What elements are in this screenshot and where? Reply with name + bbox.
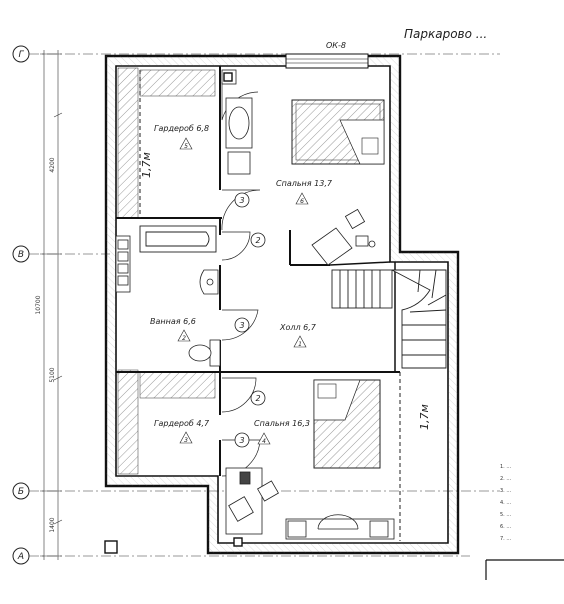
axis-label-b: Б (18, 487, 24, 497)
roof-slope-wardrobe-top (139, 69, 216, 97)
room-number-hall-text: 1 (298, 341, 302, 348)
axis-label-g: Г (18, 50, 24, 60)
staircase (331, 269, 447, 369)
room-number-bedroom-1: 6 (295, 192, 309, 205)
roof-slope-left-lower (117, 369, 139, 475)
door-mark-1-text: 3 (239, 196, 244, 205)
door-mark-4: 2 (250, 390, 266, 406)
window-ok8 (285, 53, 369, 69)
room-number-wardrobe-2-text: 3 (184, 437, 188, 444)
bed-bedroom-2 (313, 379, 381, 469)
room-number-bedroom-2: 4 (257, 432, 271, 445)
door-mark-2-text: 2 (255, 236, 260, 245)
toilet (188, 339, 221, 367)
axis-label-a: А (17, 552, 24, 562)
dimension-1400: 1400 (49, 517, 56, 532)
door-mark-5-text: 3 (239, 436, 244, 445)
door-mark-2: 2 (250, 232, 266, 248)
axis-g: Г (12, 45, 500, 63)
note-6: 6. ... (500, 524, 512, 530)
dimension-lines (40, 50, 63, 560)
bathroom-radiator (115, 235, 131, 293)
drawing-title-fragment: Паркарово ... (404, 27, 487, 41)
room-name-bathroom: Ванная 6,6 (150, 317, 196, 326)
note-7: 7. ... (500, 536, 512, 542)
room-name-hall: Холл 6,7 (279, 323, 317, 332)
desk-bedroom-1 (311, 208, 376, 266)
roof-slope-wardrobe2-top (139, 371, 216, 399)
room-number-wardrobe-1: 5 (179, 137, 193, 150)
axis-label-v: В (18, 250, 24, 260)
room-name-bedroom-1: Спальня 13,7 (276, 179, 333, 188)
note-2: 2. ... (500, 476, 512, 482)
room-number-wardrobe-1-text: 5 (184, 143, 188, 150)
room-name-wardrobe-1: Гардероб 6,8 (154, 124, 209, 133)
exterior-walls (104, 54, 460, 555)
room-number-bedroom-2-text: 4 (262, 438, 266, 445)
columns (104, 72, 243, 554)
room-name-bedroom-2: Спальня 16,3 (254, 419, 310, 428)
door-mark-3-text: 3 (239, 321, 244, 330)
bed-bedroom-1 (291, 99, 385, 165)
notes-list: 1. ... 2. ... 3. ... 4. ... 5. ... 6. ..… (500, 464, 512, 542)
bathtub (139, 225, 217, 253)
door-mark-3: 3 (234, 317, 250, 333)
room-number-wardrobe-2: 3 (179, 431, 193, 444)
window-mark: ОК-8 (326, 41, 346, 50)
note-4: 4. ... (500, 500, 512, 506)
door-mark-4-text: 2 (255, 394, 260, 403)
roof-slope-left-upper (117, 67, 139, 219)
room-name-wardrobe-2: Гардероб 4,7 (154, 419, 210, 428)
axis-a: А (12, 547, 470, 565)
note-3: 3. ... (500, 488, 512, 494)
room-number-bathroom: 2 (177, 329, 191, 342)
dresser-bedroom-2 (285, 514, 395, 540)
note-5: 5. ... (500, 512, 512, 518)
interior-walls (116, 66, 400, 476)
sink (199, 269, 219, 295)
wardrobe-1-fixtures (221, 69, 253, 175)
dimension-5100: 5100 (49, 367, 56, 382)
door-mark-5: 3 (234, 432, 250, 448)
height-label-left: 1,7м (140, 152, 153, 178)
room-number-hall: 1 (293, 335, 307, 348)
dimension-10700: 10700 (35, 295, 42, 314)
room-number-bathroom-text: 2 (182, 335, 186, 342)
door-mark-1: 3 (234, 192, 250, 208)
room-number-bedroom-1-text: 6 (300, 198, 304, 205)
height-label-right: 1,7м (418, 404, 431, 430)
desk-bedroom-2 (225, 467, 279, 535)
dimension-4200: 4200 (49, 157, 56, 172)
note-1: 1. ... (500, 464, 512, 470)
